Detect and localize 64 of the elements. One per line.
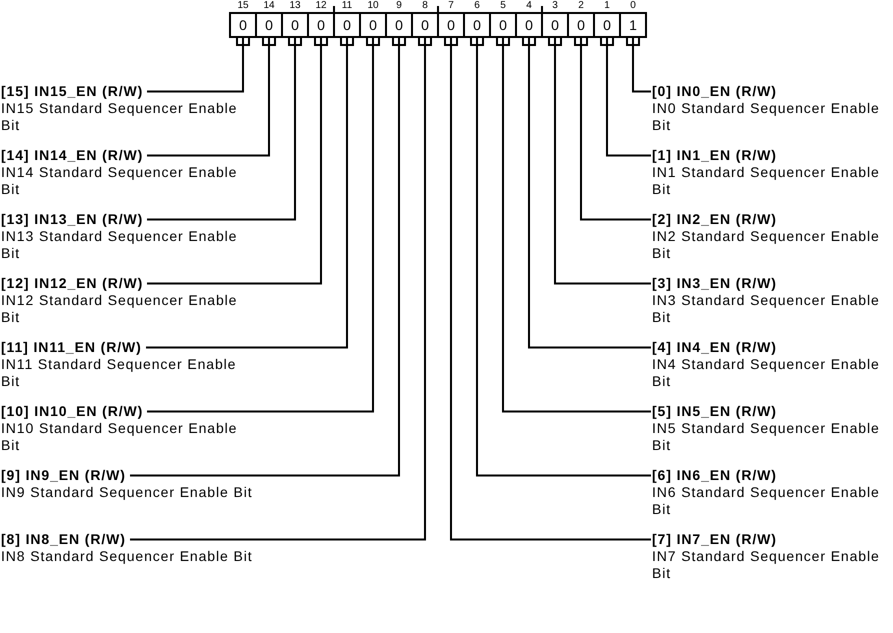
bit-number: 13: [288, 0, 302, 12]
field-name: [8] IN8_EN (R/W): [1, 531, 126, 548]
leader-line: [147, 38, 244, 92]
field-name: [7] IN7_EN (R/W): [652, 531, 777, 548]
bit-number: 14: [262, 0, 276, 12]
bit-number: 2: [577, 0, 585, 12]
field-name: [13] IN13_EN (R/W): [1, 211, 144, 228]
bit-number: 10: [366, 0, 380, 12]
field-description-text: IN10 Standard Sequencer Enable Bit: [1, 420, 238, 454]
field-description-text: IN13 Standard Sequencer Enable Bit: [1, 228, 238, 262]
leader-line: [146, 38, 348, 348]
bit-number: 9: [395, 0, 403, 12]
leader-line: [476, 38, 651, 476]
leader-line: [632, 38, 651, 92]
leader-line: [147, 38, 374, 412]
field-description-text: IN0 Standard Sequencer Enable Bit: [652, 100, 881, 134]
leader-line: [147, 38, 270, 156]
bit-number: 7: [447, 0, 455, 12]
leader-line: [450, 38, 651, 540]
field-description-text: IN1 Standard Sequencer Enable Bit: [652, 164, 881, 198]
field-name: [12] IN12_EN (R/W): [1, 275, 144, 292]
field-name: [2] IN2_EN (R/W): [652, 211, 777, 228]
leader-line: [147, 38, 296, 220]
field-name: [9] IN9_EN (R/W): [1, 467, 126, 484]
bit-number: 3: [551, 0, 559, 12]
field-description-text: IN6 Standard Sequencer Enable Bit: [652, 484, 881, 518]
field-description-text: IN7 Standard Sequencer Enable Bit: [652, 548, 881, 582]
field-name: [10] IN10_EN (R/W): [1, 403, 144, 420]
bit-number: 8: [421, 0, 429, 12]
field-description-text: IN11 Standard Sequencer Enable Bit: [1, 356, 238, 390]
leader-line: [130, 38, 426, 540]
leader-line: [502, 38, 651, 412]
field-description-text: IN5 Standard Sequencer Enable Bit: [652, 420, 881, 454]
field-name: [11] IN11_EN (R/W): [1, 339, 142, 356]
bit-number: 11: [340, 0, 354, 12]
field-description-text: IN9 Standard Sequencer Enable Bit: [1, 484, 254, 501]
field-description-text: IN4 Standard Sequencer Enable Bit: [652, 356, 881, 390]
field-name: [0] IN0_EN (R/W): [652, 83, 777, 100]
field-name: [5] IN5_EN (R/W): [652, 403, 777, 420]
leader-line: [606, 38, 651, 156]
leader-line: [554, 38, 651, 284]
bit-number: 4: [525, 0, 533, 12]
field-name: [4] IN4_EN (R/W): [652, 339, 777, 356]
field-name: [6] IN6_EN (R/W): [652, 467, 777, 484]
field-description-text: IN15 Standard Sequencer Enable Bit: [1, 100, 238, 134]
leader-line: [528, 38, 651, 348]
field-description-text: IN14 Standard Sequencer Enable Bit: [1, 164, 238, 198]
field-name: [1] IN1_EN (R/W): [652, 147, 777, 164]
field-description-text: IN2 Standard Sequencer Enable Bit: [652, 228, 881, 262]
bit-number: 0: [629, 0, 637, 12]
field-name: [15] IN15_EN (R/W): [1, 83, 144, 100]
field-description-text: IN3 Standard Sequencer Enable Bit: [652, 292, 881, 326]
field-name: [3] IN3_EN (R/W): [652, 275, 777, 292]
bit-number: 5: [499, 0, 507, 12]
bit-number: 1: [603, 0, 611, 12]
leader-line: [580, 38, 651, 220]
bit-number: 12: [314, 0, 328, 12]
field-name: [14] IN14_EN (R/W): [1, 147, 144, 164]
bit-number: 6: [473, 0, 481, 12]
bit-number: 15: [236, 0, 250, 12]
leader-line: [147, 38, 322, 284]
field-description-text: IN8 Standard Sequencer Enable Bit: [1, 548, 254, 565]
leader-line: [130, 38, 400, 476]
field-description-text: IN12 Standard Sequencer Enable Bit: [1, 292, 238, 326]
